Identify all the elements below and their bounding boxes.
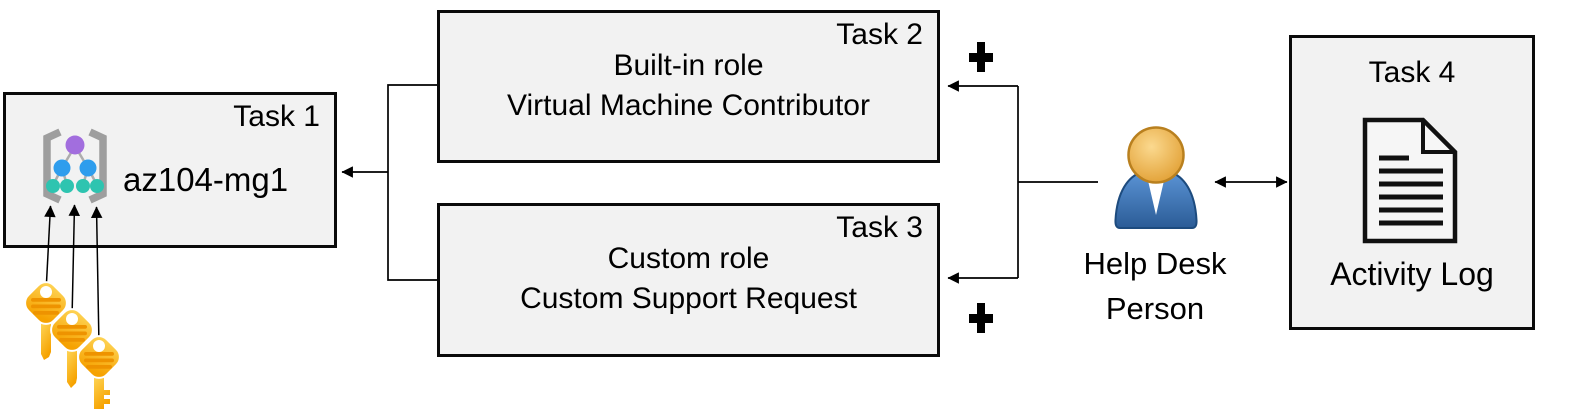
task4-box: Task 4 Activity Log: [1289, 35, 1535, 330]
task2-role-name: Virtual Machine Contributor: [507, 89, 870, 122]
person-icon: [1114, 126, 1198, 229]
document-icon: [1362, 117, 1458, 244]
task3-label: Task 3: [836, 211, 923, 244]
task3-role-type: Custom role: [607, 242, 770, 275]
person-label-line1: Help Desk: [1083, 246, 1227, 281]
task3-box: Task 3 Custom role Custom Support Reques…: [437, 203, 940, 357]
key-icons: [24, 281, 121, 409]
activity-log-caption: Activity Log: [1330, 256, 1494, 292]
task2-role-type: Built-in role: [613, 49, 764, 82]
task3-role-name: Custom Support Request: [520, 282, 857, 315]
person-label-line2: Person: [1105, 291, 1205, 326]
plus-icon: [969, 303, 993, 333]
task1-label: Task 1: [233, 100, 320, 133]
management-group-icon: [43, 128, 107, 204]
task4-label: Task 4: [1368, 56, 1456, 89]
task1-box: Task 1 az104-mg1: [3, 92, 337, 248]
task2-box: Task 2 Built-in role Virtual Machine Con…: [437, 10, 940, 163]
key-icon: [77, 335, 121, 409]
management-group-name: az104-mg1: [123, 161, 289, 198]
task2-label: Task 2: [836, 18, 923, 51]
person-label: Help Desk Person: [1030, 241, 1280, 331]
plus-icon: [969, 42, 993, 72]
